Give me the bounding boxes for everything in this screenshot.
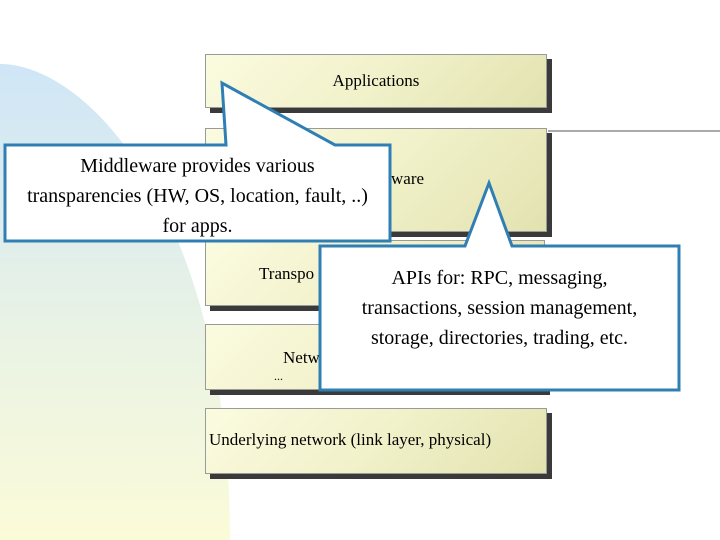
layer-underlying-network: Underlying network (link layer, physical… <box>205 408 547 474</box>
callout-apis-shape <box>318 178 681 392</box>
callout-middleware-line-2: transparencies (HW, OS, location, fault,… <box>27 185 368 207</box>
callout-apis-line-1: APIs for: RPC, messaging, <box>391 267 608 289</box>
callout-apis-text: APIs for: RPC, messaging, transactions, … <box>320 263 679 353</box>
callout-middleware-line-1: Middleware provides various <box>80 155 315 177</box>
layer-transport-label: Transpo <box>259 264 315 283</box>
callout-middleware-line-3: for apps. <box>162 215 233 237</box>
layer-network-label: Netw <box>283 348 320 367</box>
callout-apis-line-3: storage, directories, trading, etc. <box>370 327 629 349</box>
layer-network-dots: ... <box>274 369 283 383</box>
callout-middleware-shape <box>3 80 392 243</box>
layer-applications-label: Applications <box>332 71 420 90</box>
layer-applications: Applications <box>205 54 547 108</box>
callout-apis-line-2: transactions, session management, <box>361 297 638 319</box>
layer-middleware-label: ware <box>391 169 425 188</box>
layer-underlying-network-label: Underlying network (link layer, physical… <box>209 430 492 449</box>
callout-middleware-text: Middleware provides various transparenci… <box>5 151 390 241</box>
